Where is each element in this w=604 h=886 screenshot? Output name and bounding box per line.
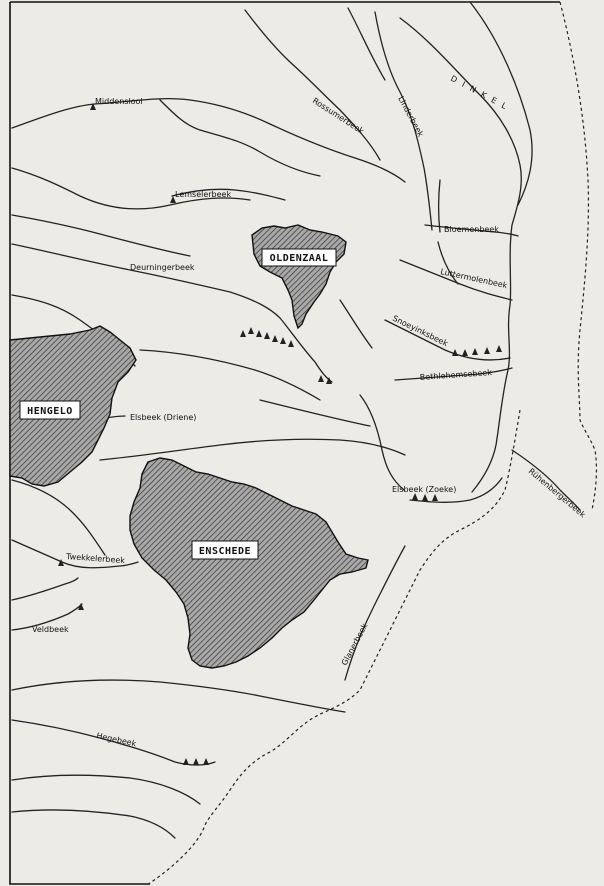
- river-central-2: [139, 349, 321, 401]
- town-oldenzaal-labelbox: [261, 248, 337, 267]
- river-bloemenbeek: [424, 224, 519, 237]
- river-central-4: [99, 438, 406, 461]
- national-border: [559, 1, 598, 511]
- label-twekkelerbeek: Twekkelerbeek: [65, 552, 126, 565]
- town-enschede-labelbox: [191, 540, 259, 560]
- town-hengelo-label: HENGELO: [27, 406, 73, 417]
- river-deurninger-east: [339, 299, 373, 349]
- label-lemselerbeek: Lemselerbeek: [175, 190, 231, 199]
- river-bethlehemsebeek: [394, 367, 513, 381]
- river-south-2: [11, 774, 201, 805]
- river-snoeyinksbeek: [384, 319, 511, 361]
- label-veldbeek: Veldbeek: [32, 625, 69, 634]
- river-rossumerbeek: [244, 9, 381, 161]
- river-south-3: [11, 809, 176, 839]
- river-dinkel: [399, 17, 522, 493]
- river-glanerbeek: [344, 545, 406, 681]
- label-elsbeek-zoeke: Elsbeek (Zoeke): [392, 485, 456, 494]
- river-luttermolen-branch: [437, 241, 459, 285]
- river-lemseler-upper: [171, 188, 286, 201]
- river-veldbeek: [11, 603, 83, 631]
- river-elsbeek-zoeke: [409, 477, 503, 503]
- river-linderbeek-upper: [347, 7, 386, 81]
- river-twekkelerbeek: [11, 539, 139, 569]
- river-dinkel-branch: [469, 1, 533, 206]
- river-ruhenbergerbeek: [511, 449, 581, 511]
- river-bloemen-north: [437, 179, 441, 233]
- label-middenslool: Middenslool: [95, 97, 143, 106]
- river-central-5: [359, 394, 405, 491]
- spring-marks: [58, 103, 502, 765]
- river-middenslool: [11, 98, 406, 183]
- river-deurninger-upper: [11, 214, 191, 257]
- river-linderbeek: [374, 11, 433, 231]
- label-elsbeek-driene: Elsbeek (Driene): [130, 413, 196, 422]
- river-west-2: [11, 577, 79, 601]
- town-hengelo-labelbox: [19, 400, 81, 420]
- municipal-border: [144, 409, 521, 886]
- town-enschede-label: ENSCHEDE: [199, 546, 251, 557]
- town-oldenzaal-label: OLDENZAAL: [270, 253, 329, 264]
- label-bloemenbeek: Bloemenbeek: [444, 225, 499, 234]
- river-west-1: [11, 479, 106, 556]
- river-rossumer-branch: [159, 99, 321, 177]
- river-lemselerbeek: [11, 167, 251, 210]
- river-deurningerbeek: [11, 243, 333, 383]
- town-enschede-area: [129, 457, 369, 669]
- river-central-3: [259, 399, 371, 427]
- label-deurningerbeek: Deurningerbeek: [130, 263, 195, 272]
- river-south-1: [11, 679, 346, 713]
- river-luttermolenbeek: [399, 259, 513, 301]
- map-frame-border: [9, 2, 150, 885]
